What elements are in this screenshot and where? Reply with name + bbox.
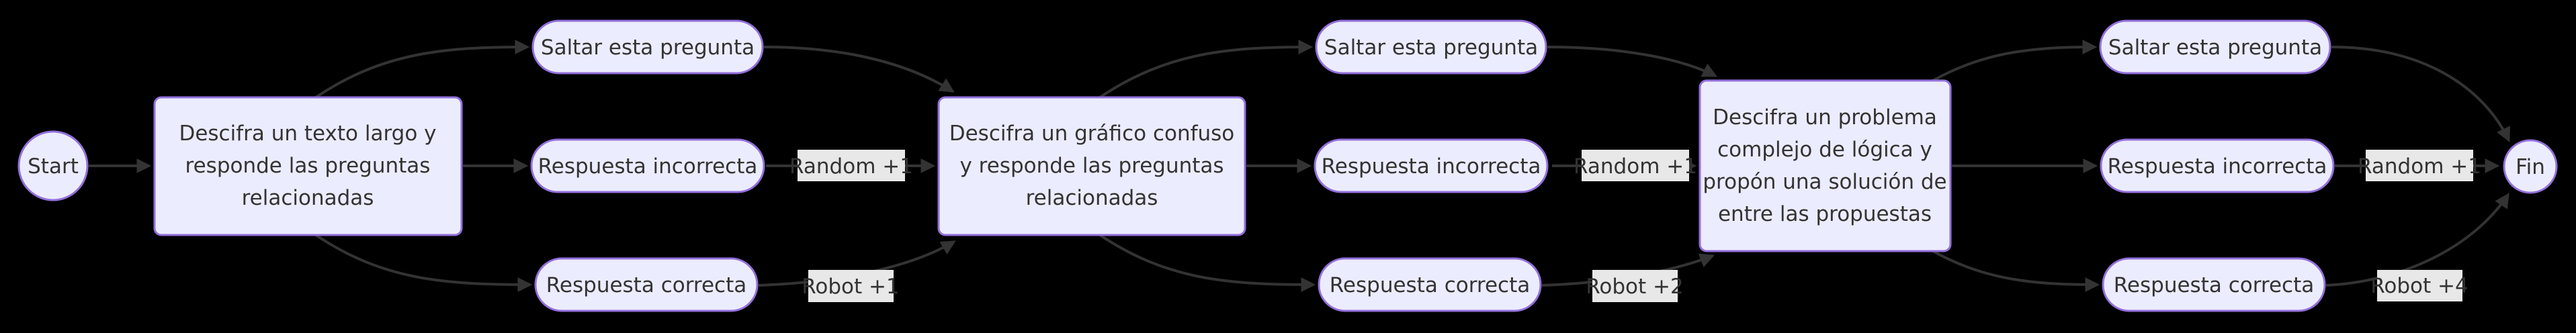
option-label: Respuesta incorrecta	[2108, 154, 2327, 179]
edge-label-stage2-incorrect: Random +1	[1574, 150, 1697, 181]
stage2-skip-node: Saltar esta pregunta	[1315, 19, 1547, 75]
question-node-shape	[937, 96, 1246, 236]
edge-label-stage2-correct: Robot +2	[1586, 270, 1684, 302]
edge-label-text: Random +1	[2358, 154, 2481, 179]
question-line: relacionadas	[242, 186, 374, 210]
question-line: relacionadas	[1026, 186, 1158, 210]
stage3-skip-node: Saltar esta pregunta	[2099, 19, 2331, 75]
edge-skip2-to-question3	[1547, 46, 1717, 77]
stage2-incorrect-node: Respuesta incorrecta	[1314, 138, 1549, 193]
edge-label-text: Robot +4	[2370, 274, 2468, 298]
edge-label-bg	[808, 270, 894, 302]
question-line: Descifra un texto largo y	[179, 122, 436, 146]
option-node-shape	[1315, 19, 1547, 75]
edge-label-text: Robot +2	[1586, 275, 1683, 299]
option-node-shape	[531, 19, 764, 75]
fin-node-label: Fin	[2516, 155, 2545, 179]
question-line: propón una solución de	[1703, 170, 1946, 194]
edge-label-bg	[1592, 270, 1678, 302]
edge-question1-to-skip1	[314, 40, 530, 99]
stage2-correct-node: Respuesta correcta	[1318, 257, 1542, 312]
edge-question2-to-skip2	[1099, 40, 1314, 99]
edge-skip3-to-fin	[2331, 46, 2510, 142]
option-label: Respuesta correcta	[1330, 273, 1530, 297]
edge-label-stage1-incorrect: Random +1	[789, 150, 913, 181]
fin-node-shape	[2503, 139, 2558, 194]
edge-question1-to-correct1	[314, 234, 533, 292]
option-node-shape	[2099, 19, 2331, 75]
stage1-question-node: Descifra un texto largo y responde las p…	[153, 96, 463, 236]
question-line: y responde las preguntas	[959, 154, 1223, 178]
option-node-shape	[1314, 138, 1549, 193]
edge-skip1-to-question2	[763, 46, 955, 93]
option-label: Respuesta incorrecta	[1322, 154, 1541, 179]
fin-node: Fin	[2503, 139, 2558, 194]
edge-label-stage1-correct: Robot +1	[802, 270, 900, 302]
edge-label-bg	[1582, 150, 1689, 181]
edge-label-text: Robot +1	[802, 275, 899, 299]
stage3-correct-node: Respuesta correcta	[2102, 257, 2326, 312]
question-line: complejo de lógica y	[1717, 138, 1932, 162]
edge-question2-to-correct2	[1099, 234, 1316, 292]
edge-label-stage3-incorrect: Random +1	[2358, 150, 2481, 181]
stage1-correct-node: Respuesta correcta	[534, 257, 759, 312]
option-label: Respuesta correcta	[546, 273, 746, 297]
question-node-shape	[1699, 79, 1952, 252]
question-line: Descifra un gráfico confuso	[949, 122, 1235, 146]
edge-label-text: Random +1	[1574, 154, 1697, 179]
option-label: Saltar esta pregunta	[541, 36, 755, 60]
option-node-shape	[530, 138, 765, 193]
start-node: Start	[17, 130, 89, 201]
start-node-label: Start	[28, 154, 79, 179]
edge-label-bg	[2377, 270, 2462, 301]
nodes: Start Descifra un texto largo y responde…	[17, 19, 2558, 312]
stage3-incorrect-node: Respuesta incorrecta	[2100, 138, 2335, 193]
stage3-question-node: Descifra un problema complejo de lógica …	[1699, 79, 1952, 252]
option-node-shape	[2100, 138, 2335, 193]
option-label: Saltar esta pregunta	[2108, 36, 2322, 60]
edge-question3-to-skip3	[1932, 40, 2098, 82]
question-node-shape	[153, 96, 463, 236]
start-node-shape	[17, 130, 89, 201]
edge-labels: Random +1 Robot +1 Random +1 Robot +2 Ra…	[789, 150, 2481, 302]
option-label: Saltar esta pregunta	[1324, 36, 1538, 60]
option-label: Respuesta correcta	[2114, 273, 2314, 297]
question-line: Descifra un problema	[1713, 105, 1937, 130]
question-line: entre las propuestas	[1718, 202, 1932, 226]
stage1-skip-node: Saltar esta pregunta	[531, 19, 764, 75]
option-node-shape	[2102, 257, 2326, 312]
edge-label-stage3-correct: Robot +4	[2370, 270, 2468, 301]
stage1-incorrect-node: Respuesta incorrecta	[530, 138, 765, 193]
edge-label-bg	[2366, 150, 2473, 181]
option-node-shape	[1318, 257, 1542, 312]
edge-label-bg	[798, 150, 905, 181]
edge-question3-to-correct3	[1932, 250, 2100, 292]
option-node-shape	[534, 257, 759, 312]
stage2-question-node: Descifra un gráfico confuso y responde l…	[937, 96, 1246, 236]
edge-correct3-to-fin	[2325, 193, 2509, 287]
edge-label-text: Random +1	[789, 154, 913, 179]
option-label: Respuesta incorrecta	[538, 154, 758, 179]
question-line: responde las preguntas	[185, 154, 431, 178]
